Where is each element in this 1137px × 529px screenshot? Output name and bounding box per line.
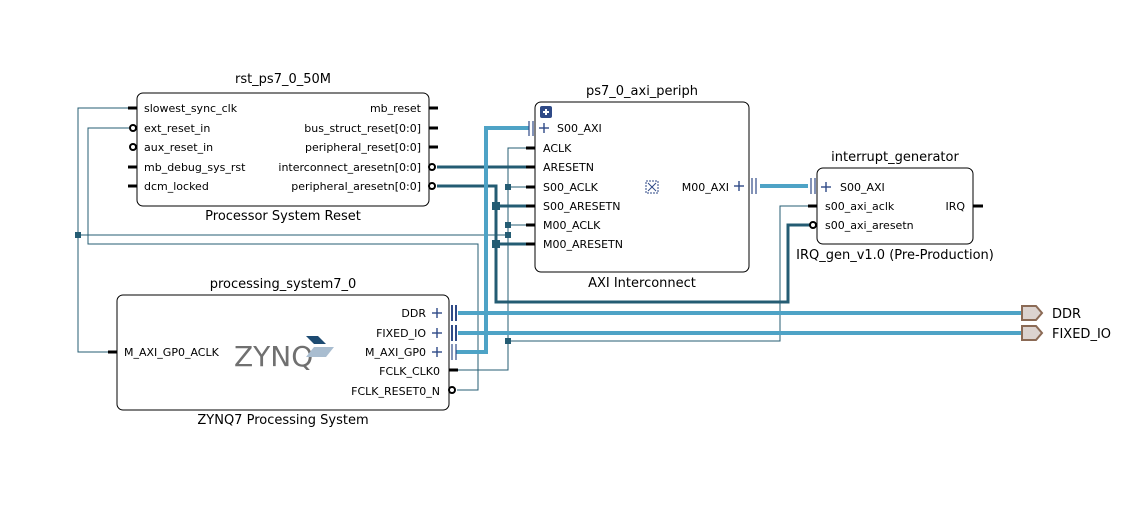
intf-m-axi-gp0[interactable] [456,126,529,354]
block-interrupt-generator[interactable]: interrupt_generator IRQ_gen_v1.0 (Pre-Pr… [796,150,994,263]
external-port-ddr[interactable]: DDR [1021,305,1081,322]
pin-ext-reset-in[interactable]: ext_reset_in [144,122,210,135]
pin-s00-aclk[interactable]: S00_ACLK [543,181,599,194]
interface-pin-icon[interactable] [751,178,757,194]
wires [75,107,1022,391]
external-port-fixed-io[interactable]: FIXED_IO [1021,325,1111,342]
pin-bubble[interactable] [129,143,137,151]
pin-fixed-io[interactable]: FIXED_IO [376,327,426,340]
interface-pin-icon[interactable] [528,121,534,136]
pin-slowest-sync-clk[interactable]: slowest_sync_clk [144,102,238,115]
external-port-icon[interactable] [1021,305,1044,321]
net-fclk-clk0[interactable] [455,147,534,371]
block-instance-name: processing_system7_0 [210,277,357,292]
pin-s00-axi-aclk[interactable]: s00_axi_aclk [825,200,895,213]
pin-m00-axi[interactable]: M00_AXI [682,181,729,194]
block-body[interactable] [136,92,430,207]
interface-pin-icon[interactable] [451,344,457,360]
block-ps7-0-axi-periph[interactable]: ps7_0_axi_periph AXI Interconnect S00_AX… [526,84,757,291]
pin-dcm-locked[interactable]: dcm_locked [144,180,209,193]
interface-pin-icon[interactable] [451,305,457,321]
pin-m00-aclk[interactable]: M00_ACLK [543,219,601,232]
net-fclk-reset0-n[interactable] [87,127,479,391]
junction [492,240,500,248]
block-processing-system7-0[interactable]: processing_system7_0 ZYNQ7 Processing Sy… [108,277,458,428]
interface-pin-icon[interactable] [810,178,816,194]
pin-bubble[interactable] [129,124,137,132]
pin-aux-reset-in[interactable]: aux_reset_in [144,141,213,154]
plus-icon[interactable] [821,182,831,192]
pin-aclk[interactable]: ACLK [543,142,572,155]
pin-bubble[interactable] [428,182,436,190]
pin-ddr[interactable]: DDR [401,307,426,320]
plus-icon[interactable] [432,347,442,357]
net-clk-to-rst[interactable] [77,107,508,236]
external-port-label: FIXED_IO [1052,327,1111,342]
pin-bus-struct-reset[interactable]: bus_struct_reset[0:0] [304,122,421,135]
junction [505,338,511,344]
junction [505,232,511,238]
pin-s00-aresetn[interactable]: S00_ARESETN [543,200,620,213]
block-rst-ps7-0-50m[interactable]: rst_ps7_0_50M Processor System Reset slo… [128,72,438,224]
pin-peripheral-aresetn[interactable]: peripheral_aresetn[0:0] [291,180,421,193]
net-clk-to-ps7-aclk[interactable] [77,235,110,353]
pin-bubble[interactable] [809,221,817,229]
pin-aresetn[interactable]: ARESETN [543,161,594,174]
junction [505,184,511,190]
junction [492,202,500,210]
plus-icon[interactable] [539,123,549,133]
junction [75,232,81,238]
pin-bubble[interactable] [448,386,456,394]
block-instance-name: interrupt_generator [831,150,959,165]
plus-icon[interactable] [432,328,442,338]
pin-s00-axi[interactable]: S00_AXI [557,122,602,135]
block-type-label: ZYNQ7 Processing System [197,413,368,428]
pin-peripheral-reset[interactable]: peripheral_reset[0:0] [305,141,421,154]
pin-bubble[interactable] [428,163,436,171]
external-port-icon[interactable] [1021,325,1044,341]
plus-icon[interactable] [734,181,744,191]
pin-mb-reset[interactable]: mb_reset [370,102,422,115]
block-instance-name: ps7_0_axi_periph [586,84,698,99]
plus-square-icon[interactable] [540,106,552,118]
interface-pin-icon[interactable] [451,325,457,341]
zynq-logo: ZYNQ [234,336,334,373]
external-port-label: DDR [1052,307,1081,322]
pin-m-axi-gp0[interactable]: M_AXI_GP0 [365,346,426,359]
pin-m00-aresetn[interactable]: M00_ARESETN [543,238,623,251]
block-type-label: IRQ_gen_v1.0 (Pre-Production) [796,248,994,263]
pin-s00-axi[interactable]: S00_AXI [840,181,885,194]
pin-s00-axi-aresetn[interactable]: s00_axi_aresetn [825,219,914,232]
pin-fclk-reset0-n[interactable]: FCLK_RESET0_N [351,385,440,398]
pin-mb-debug-sys-rst[interactable]: mb_debug_sys_rst [144,161,246,174]
junction [505,222,511,228]
hierarchy-icon [645,180,659,194]
block-type-label: Processor System Reset [205,209,361,224]
pin-irq[interactable]: IRQ [945,200,965,213]
pin-interconnect-aresetn[interactable]: interconnect_aresetn[0:0] [278,161,421,174]
plus-icon[interactable] [432,308,442,318]
block-instance-name: rst_ps7_0_50M [235,72,331,87]
block-type-label: AXI Interconnect [588,276,696,291]
pin-fclk-clk0[interactable]: FCLK_CLK0 [379,365,440,378]
pin-m-axi-gp0-aclk[interactable]: M_AXI_GP0_ACLK [124,346,220,359]
net-clk-to-irq-aclk[interactable] [508,205,812,342]
svg-text:ZYNQ: ZYNQ [234,340,313,373]
